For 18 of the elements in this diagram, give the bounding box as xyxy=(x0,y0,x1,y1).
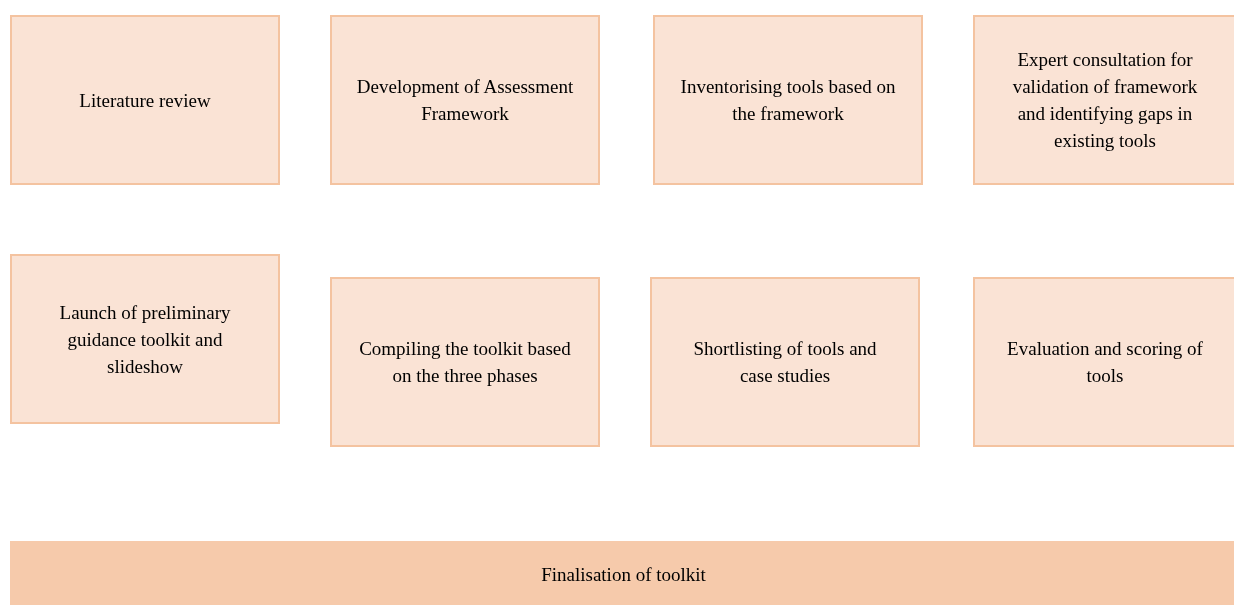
process-box xyxy=(653,15,923,185)
process-box xyxy=(10,15,280,185)
step-text: Inventorising tools based on the framework xyxy=(679,75,897,126)
step-text: Expert consultation for validation of framework and identifying gaps in existing tools xyxy=(1011,48,1199,153)
step-text: Development of Assessment Framework xyxy=(356,75,574,126)
step-text: Evaluation and scoring of tools xyxy=(1006,337,1204,388)
step-text: Shortlisting of tools and case studies xyxy=(692,337,878,388)
step-text: Launch of preliminary guidance toolkit and slideshow xyxy=(58,300,232,379)
step-text: Finalisation of toolkit xyxy=(541,562,706,587)
final-step-bar xyxy=(10,541,1234,605)
step-text: Literature review xyxy=(79,88,211,113)
process-box xyxy=(973,277,1234,447)
process-box xyxy=(650,277,920,447)
step-text: Compiling the toolkit based on the three phases xyxy=(358,337,572,388)
process-box xyxy=(330,15,600,185)
process-box xyxy=(973,15,1234,185)
process-box xyxy=(10,254,280,424)
process-box xyxy=(330,277,600,447)
